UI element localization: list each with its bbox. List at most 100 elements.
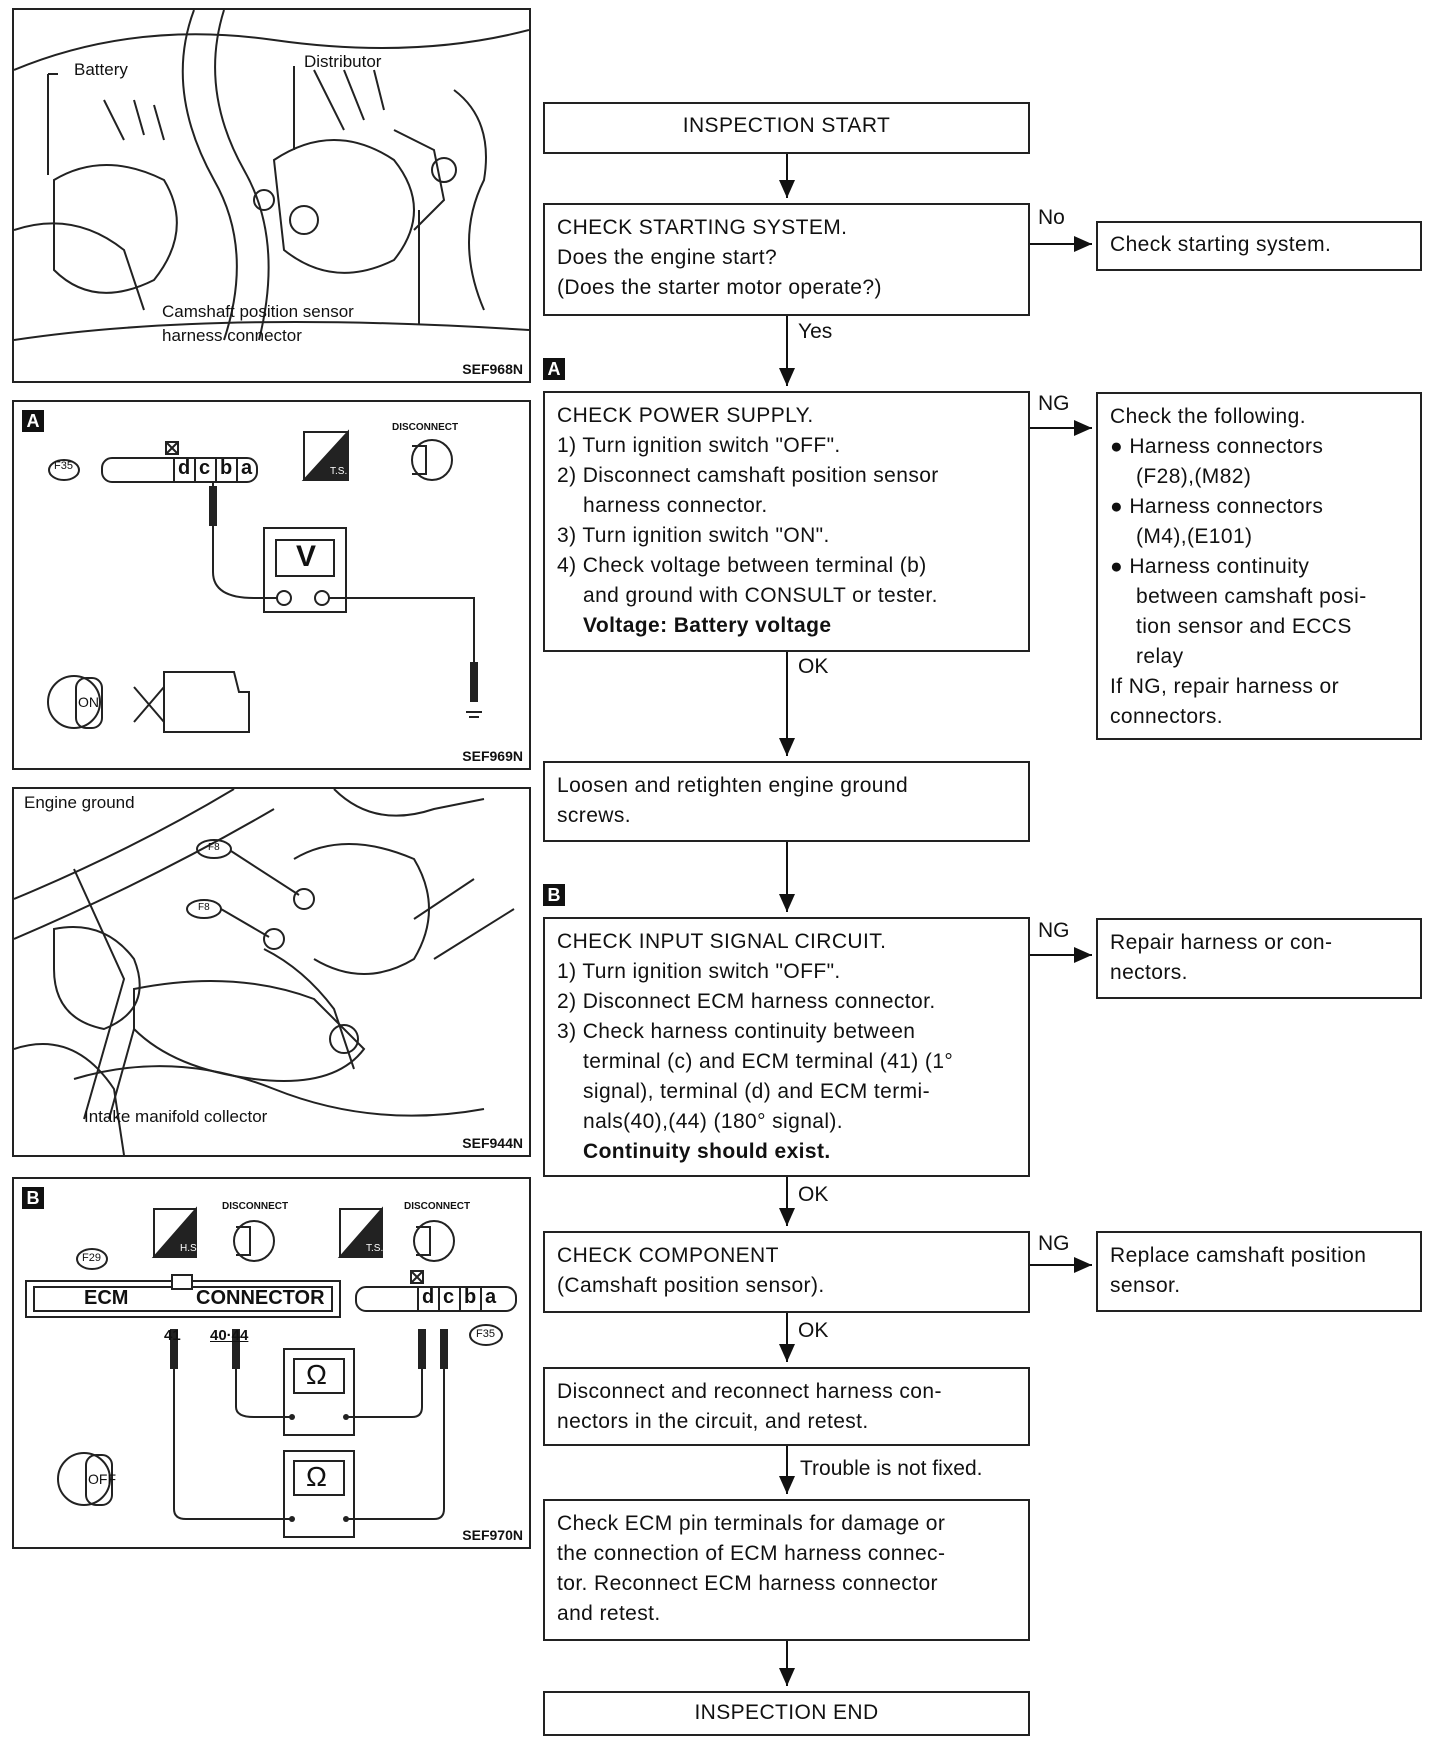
input-ng-line-1: Repair harness or con-: [1110, 931, 1333, 954]
ecm-pin-41-label: 41: [164, 1327, 181, 1344]
component-ng-line-1: Replace camshaft position: [1110, 1244, 1367, 1267]
power-line-6: 4) Check voltage between terminal (b): [557, 554, 927, 577]
reconnect-line-2: nectors in the circuit, and retest.: [557, 1410, 869, 1433]
power-ng-line-10: If NG, repair harness or: [1110, 675, 1340, 698]
connector-id-ecm: F29: [82, 1252, 101, 1264]
engine-illustration: [14, 10, 529, 341]
starting-line-2: Does the engine start?: [557, 246, 778, 269]
power-ng-line-1: Check the following.: [1110, 405, 1306, 428]
flow-tag-b: B: [543, 884, 565, 906]
connector-id-sensor: F35: [476, 1328, 495, 1340]
photo-panel-distributor: Battery Distributor Camshaft position se…: [12, 8, 531, 383]
input-line-6: signal), terminal (d) and ECM termi-: [583, 1080, 930, 1103]
pin-c: c: [199, 457, 211, 479]
figure-code: SEF968N: [462, 361, 523, 377]
reconnect-line-1: Disconnect and reconnect harness con-: [557, 1380, 942, 1403]
connector-label: CONNECTOR: [196, 1287, 325, 1309]
ecm-pins-line-4: and retest.: [557, 1602, 661, 1625]
battery-label: Battery: [74, 60, 128, 79]
power-ng-line-7: between camshaft posi-: [1136, 585, 1367, 608]
f8-label-lower: F8: [198, 902, 210, 913]
figure-code: SEF944N: [462, 1135, 523, 1151]
panel-tag-a: A: [22, 410, 44, 432]
ecm-label: ECM: [84, 1287, 129, 1309]
power-line-3: 2) Disconnect camshaft position sensor: [557, 464, 939, 487]
check-starting-action-box: Check starting system.: [1096, 221, 1422, 271]
ecm-pin-40-44-label: 40·44: [210, 1327, 249, 1344]
sensor-label-line1: Camshaft position sensor: [162, 302, 354, 321]
pin-a: a: [485, 1286, 497, 1308]
yes-label: Yes: [798, 320, 833, 343]
ecm-pins-line-3: tor. Reconnect ECM harness connector: [557, 1572, 938, 1595]
inspection-end-text: INSPECTION END: [694, 1701, 879, 1724]
voltage-check-diagram: [47, 429, 482, 733]
power-ng-line-3: (F28),(M82): [1136, 465, 1252, 488]
power-line-4: harness connector.: [583, 494, 768, 517]
power-line-2: 1) Turn ignition switch "OFF".: [557, 434, 841, 457]
power-line-5: 3) Turn ignition switch "ON".: [557, 524, 830, 547]
input-ng-line-2: nectors.: [1110, 961, 1188, 984]
power-line-1: CHECK POWER SUPPLY.: [557, 404, 814, 427]
flow-tag-a: A: [543, 358, 565, 380]
hs-label: H.S.: [180, 1243, 200, 1254]
ecm-pins-line-2: the connection of ECM harness connec-: [557, 1542, 946, 1565]
ts-label: T.S.: [366, 1243, 384, 1254]
power-ng-line-5: (M4),(E101): [1136, 525, 1253, 548]
diagram-panel-power-supply: A: [12, 400, 531, 770]
ok-label-input: OK: [798, 1183, 829, 1206]
sensor-label-line2: harness connector: [162, 326, 302, 345]
disconnect-label: DISCONNECT: [392, 422, 459, 433]
ok-label-component: OK: [798, 1319, 829, 1342]
input-line-7: nals(40),(44) (180° signal).: [583, 1110, 844, 1133]
input-ng-box: Repair harness or con- nectors.: [1096, 918, 1422, 999]
component-ng-box: Replace camshaft position sensor.: [1096, 1231, 1422, 1312]
check-input-signal-box: CHECK INPUT SIGNAL CIRCUIT. 1) Turn igni…: [543, 917, 1030, 1177]
ng-label-power: NG: [1038, 392, 1070, 415]
diagram-panel-input-signal: B: [12, 1177, 531, 1549]
reconnect-box: Disconnect and reconnect harness con- ne…: [543, 1367, 1030, 1446]
power-ng-line-9: relay: [1136, 645, 1184, 668]
intake-manifold-label: Intake manifold collector: [84, 1107, 268, 1126]
continuity-check-diagram: [25, 1206, 517, 1538]
component-line-2: (Camshaft position sensor).: [557, 1274, 825, 1297]
power-line-7: and ground with CONSULT or tester.: [583, 584, 938, 607]
inspection-start-text: INSPECTION START: [682, 114, 891, 137]
check-component-box: CHECK COMPONENT (Camshaft position senso…: [543, 1231, 1030, 1313]
pin-d: d: [178, 457, 191, 479]
distributor-label: Distributor: [304, 52, 382, 71]
pin-b: b: [464, 1286, 477, 1308]
trouble-not-fixed-label: Trouble is not fixed.: [800, 1457, 983, 1480]
input-line-5: terminal (c) and ECM terminal (41) (1°: [583, 1050, 954, 1073]
power-ng-line-2: ● Harness connectors: [1110, 435, 1324, 458]
starting-line-3: (Does the starter motor operate?): [557, 276, 882, 299]
component-line-1: CHECK COMPONENT: [557, 1244, 779, 1267]
starting-line-1: CHECK STARTING SYSTEM.: [557, 216, 848, 239]
component-ng-line-2: sensor.: [1110, 1274, 1181, 1297]
engine-ground-illustration: [14, 789, 515, 1155]
figure-code: SEF969N: [462, 748, 523, 764]
power-ng-line-11: connectors.: [1110, 705, 1223, 728]
ohmmeter-label-lower: Ω: [306, 1461, 327, 1492]
ng-label-component: NG: [1038, 1232, 1070, 1255]
photo-panel-engine-ground: Engine ground F8 F8 Intake manifold coll…: [12, 787, 531, 1157]
ignition-off-label: OFF: [88, 1471, 116, 1487]
f8-label-upper: F8: [208, 842, 220, 853]
input-line-1: CHECK INPUT SIGNAL CIRCUIT.: [557, 930, 887, 953]
pin-a: a: [241, 457, 253, 479]
pin-d: d: [422, 1286, 435, 1308]
ok-label-power: OK: [798, 655, 829, 678]
ts-label: T.S.: [330, 466, 348, 477]
ecm-pins-line-1: Check ECM pin terminals for damage or: [557, 1512, 946, 1535]
check-starting-system-box: CHECK STARTING SYSTEM. Does the engine s…: [543, 203, 1030, 316]
pin-c: c: [443, 1286, 455, 1308]
engine-ground-label: Engine ground: [24, 793, 135, 812]
input-line-8: Continuity should exist.: [583, 1140, 831, 1163]
ground-line-2: screws.: [557, 804, 631, 827]
disconnect-label-right: DISCONNECT: [404, 1201, 471, 1212]
disconnect-label-left: DISCONNECT: [222, 1201, 289, 1212]
ohmmeter-label-upper: Ω: [306, 1359, 327, 1390]
ignition-on-label: ON: [78, 694, 99, 710]
input-line-4: 3) Check harness continuity between: [557, 1020, 916, 1043]
input-line-3: 2) Disconnect ECM harness connector.: [557, 990, 936, 1013]
